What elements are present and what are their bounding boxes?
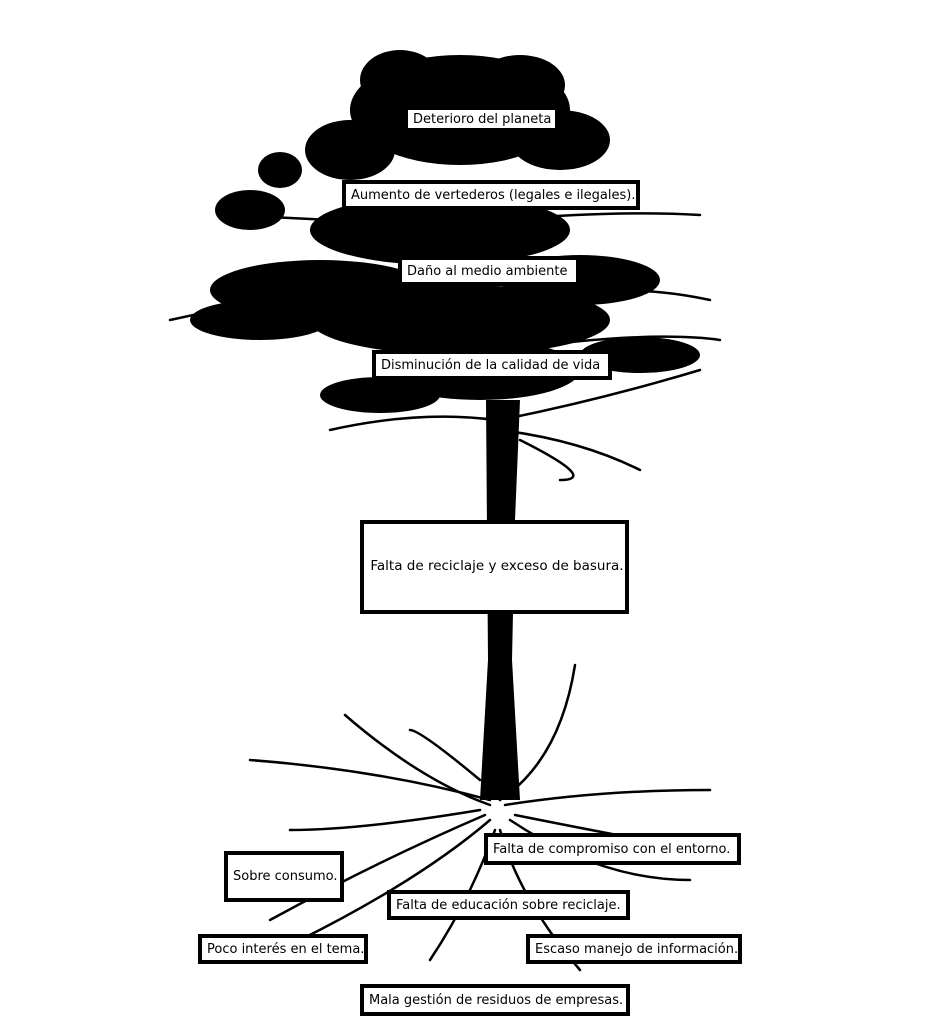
cause-label: Mala gestión de residuos de empresas. [369,994,623,1007]
cause-box-sobre-consumo: Sobre consumo. [224,851,344,902]
cause-label: Poco interés en el tema. [207,943,364,956]
cause-box-educacion: Falta de educación sobre reciclaje. [387,890,630,920]
core-problem-box: Falta de reciclaje y exceso de basura. [360,520,629,614]
cause-box-compromiso: Falta de compromiso con el entorno. [484,833,741,865]
effect-label: Disminución de la calidad de vida [381,359,600,372]
cause-label: Falta de educación sobre reciclaje. [396,899,621,912]
effect-label: Deterioro del planeta [413,113,551,126]
core-problem-label: Falta de reciclaje y exceso de basura. [370,560,623,574]
effect-box-calidad-vida: Disminución de la calidad de vida [372,350,612,380]
cause-box-gestion-residuos: Mala gestión de residuos de empresas. [360,984,630,1016]
effect-label: Daño al medio ambiente [407,265,567,278]
effect-box-deterioro: Deterioro del planeta [404,106,559,132]
cause-box-poco-interes: Poco interés en el tema. [198,934,368,964]
cause-label: Falta de compromiso con el entorno. [493,843,730,856]
effect-label: Aumento de vertederos (legales e ilegale… [351,189,635,202]
effect-box-vertederos: Aumento de vertederos (legales e ilegale… [342,180,640,210]
cause-label: Escaso manejo de información. [535,943,738,956]
cause-box-manejo-informacion: Escaso manejo de información. [526,934,742,964]
effect-box-dano-ambiente: Daño al medio ambiente [398,256,580,286]
cause-label: Sobre consumo. [233,870,338,883]
